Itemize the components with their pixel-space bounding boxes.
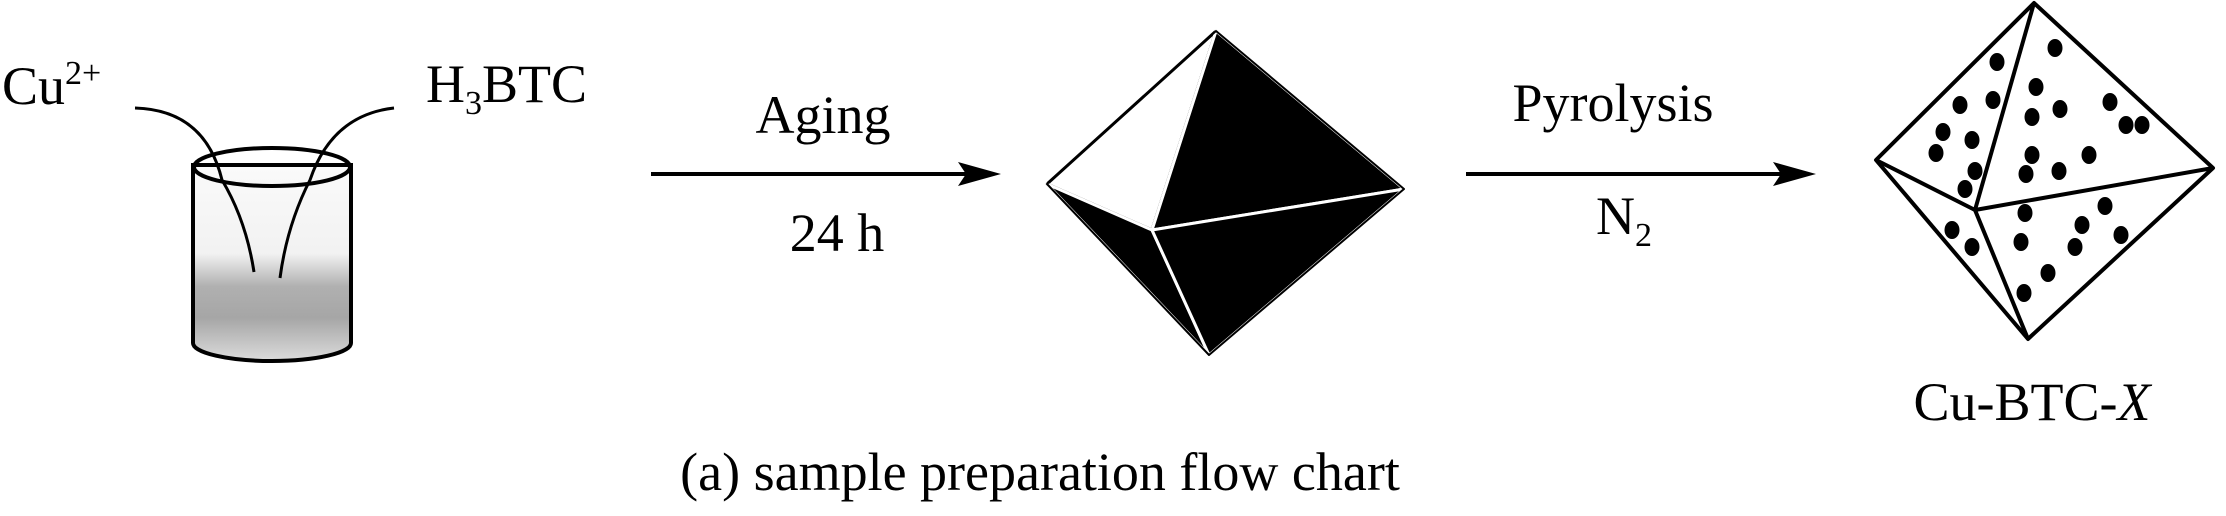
particle-dot [2081,146,2097,164]
aging-arrow [651,162,1001,186]
particle-dot [2097,197,2113,215]
particle-dot [2134,116,2150,134]
particle-dot [2074,216,2090,234]
particle-dot [2051,162,2067,180]
particle-dot [2102,93,2118,111]
particle-dot [2024,146,2040,164]
copper-ion-label: Cu2+ [2,55,101,116]
particle-dot [2113,226,2129,244]
particle-dot [2040,264,2056,282]
particle-dot [1935,123,1951,141]
particle-dot [2052,100,2068,118]
porous-octahedron-icon [1874,1,2215,341]
particle-dot [2118,116,2134,134]
particle-dot [2047,39,2063,57]
product-label: Cu-BTC-X [1913,372,2152,432]
particle-dot [1989,53,2005,71]
particle-dot [1964,131,1980,149]
particle-dot [2017,204,2033,222]
particle-dot [2024,108,2040,126]
pyrolysis-label: Pyrolysis [1512,73,1713,133]
particle-dots [1928,39,2150,302]
nitrogen-atmosphere-label: N2 [1596,186,1652,254]
beaker-icon [134,106,395,363]
particle-dot [2067,238,2083,256]
particle-dot [2018,165,2034,183]
particle-dot [1944,221,1960,239]
aging-time-label: 24 h [790,203,885,263]
particle-dot [1952,96,1968,114]
particle-dot [1985,91,2001,109]
particle-dot [2016,284,2032,302]
particle-dot [2028,78,2044,96]
h3btc-label: H3BTC [426,54,587,122]
particle-dot [1957,180,1973,198]
particle-dot [1967,162,1983,180]
aging-label: Aging [756,85,891,145]
particle-dot [1928,144,1944,162]
particle-dot [1964,238,1980,256]
octahedron-crystal-icon [1045,29,1406,357]
pyrolysis-arrow [1466,162,1816,186]
figure-caption: (a) sample preparation flow chart [680,442,1400,502]
particle-dot [2013,233,2029,251]
